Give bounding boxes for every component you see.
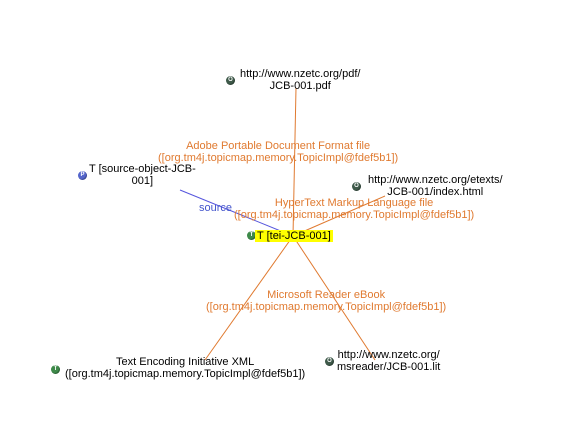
topic-icon: T — [51, 365, 60, 374]
edge-label-html: HyperText Markup Language file ([org.tm4… — [234, 197, 474, 221]
node-html[interactable]: http://www.nzetc.org/etexts/ JCB-001/ind… — [368, 174, 503, 198]
edge-label-pdf-line2: ([org.tm4j.topicmap.memory.TopicImpl@fde… — [158, 152, 399, 164]
edge-label-source-role: source — [199, 202, 233, 214]
edge-to-source-object — [179, 189, 294, 237]
center-topic[interactable]: T [tei-JCB-001] — [255, 230, 333, 242]
node-pdf-line1: http://www.nzetc.org/pdf/ — [240, 68, 361, 80]
node-html-line1: http://www.nzetc.org/etexts/ — [368, 174, 503, 186]
node-tei-xml-line1: Text Encoding Initiative XML — [116, 356, 255, 368]
node-html-line2: JCB-001/index.html — [387, 186, 484, 198]
occurrence-icon: O — [352, 182, 361, 191]
node-source-object-line2: 001] — [131, 175, 154, 187]
node-source-object-line1: T [source-object-JCB- — [89, 163, 196, 175]
node-lit-line1: http://www.nzetc.org/ — [337, 349, 440, 361]
edge-label-pdf-line1: Adobe Portable Document Format file — [186, 140, 371, 152]
node-source-object[interactable]: T [source-object-JCB- 001] — [89, 163, 196, 187]
edge-label-pdf: Adobe Portable Document Format file ([or… — [158, 140, 398, 164]
node-lit[interactable]: http://www.nzetc.org/ msreader/JCB-001.l… — [337, 349, 440, 373]
edge-label-html-line1: HyperText Markup Language file — [274, 197, 434, 209]
node-lit-line2: msreader/JCB-001.lit — [337, 361, 441, 373]
occurrence-icon: O — [226, 76, 235, 85]
edge-to-html — [292, 195, 386, 237]
edge-to-tei-xml — [204, 235, 294, 361]
node-tei-xml[interactable]: Text Encoding Initiative XML ([org.tm4j.… — [65, 356, 305, 380]
node-pdf[interactable]: http://www.nzetc.org/pdf/ JCB-001.pdf — [240, 68, 360, 92]
edge-to-lit — [292, 235, 376, 361]
edge-label-lit: Microsoft Reader eBook ([org.tm4j.topicm… — [206, 289, 446, 313]
player-icon: P — [78, 171, 87, 180]
occurrence-icon: O — [325, 357, 334, 366]
node-pdf-line2: JCB-001.pdf — [269, 80, 331, 92]
edge-to-pdf — [292, 87, 297, 237]
edge-label-html-line2: ([org.tm4j.topicmap.memory.TopicImpl@fde… — [234, 209, 475, 221]
node-tei-xml-line2: ([org.tm4j.topicmap.memory.TopicImpl@fde… — [65, 368, 306, 380]
topic-icon: T — [247, 231, 256, 240]
edge-label-lit-line2: ([org.tm4j.topicmap.memory.TopicImpl@fde… — [206, 301, 447, 313]
edge-label-lit-line1: Microsoft Reader eBook — [267, 289, 386, 301]
